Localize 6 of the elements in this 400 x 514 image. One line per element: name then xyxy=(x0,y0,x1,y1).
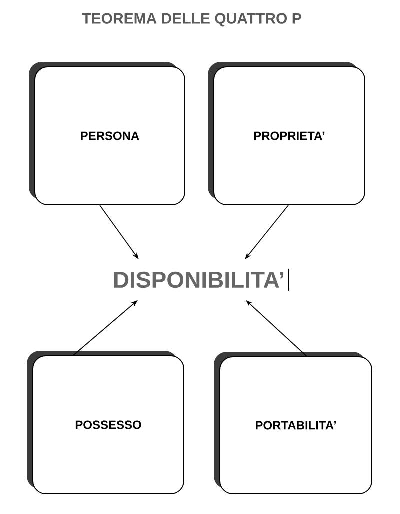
process-box: PROPRIETA’ xyxy=(208,62,366,206)
central-label: DISPONIBILITA’ xyxy=(114,272,284,288)
process-box: PORTABILITA’ xyxy=(214,352,372,494)
process-box: PERSONA xyxy=(29,62,186,206)
title: TEOREMA DELLE QUATTRO P xyxy=(82,13,302,27)
process-box: POSSESSO xyxy=(27,351,184,494)
